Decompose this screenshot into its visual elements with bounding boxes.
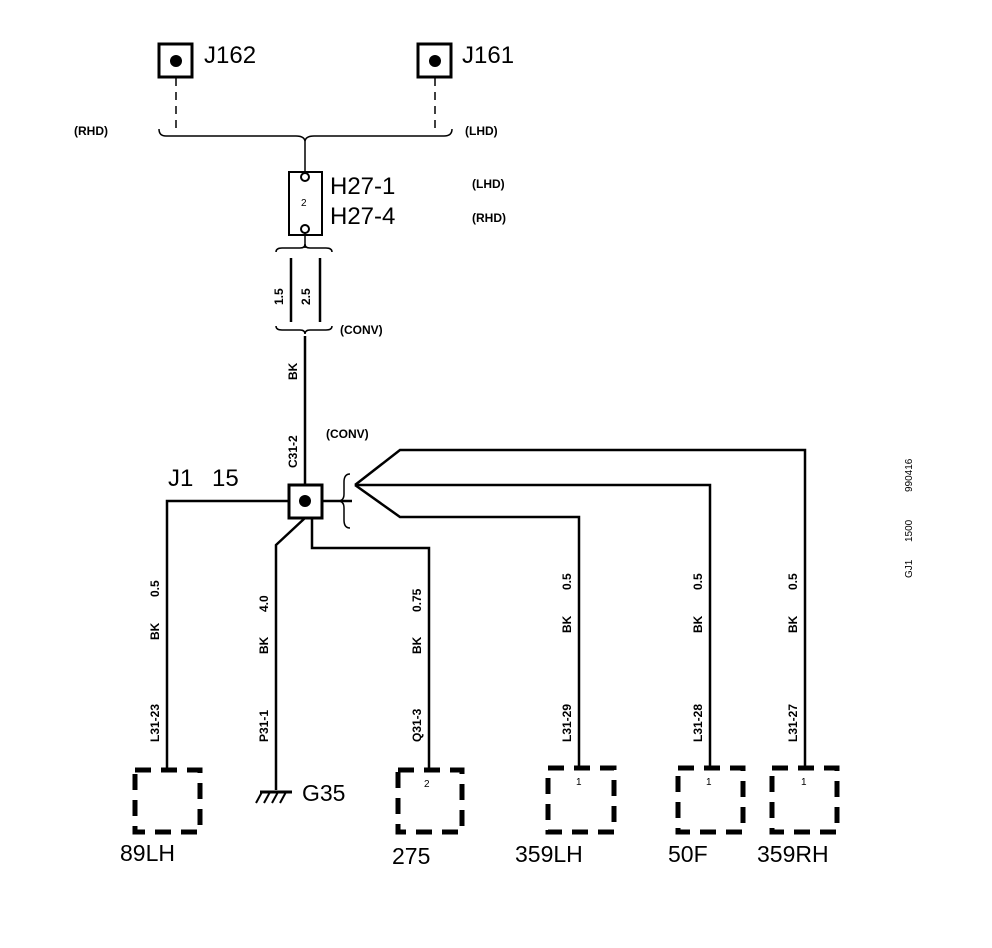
branch-color: BK — [786, 615, 800, 633]
fuse-note-lhd: (LHD) — [472, 177, 505, 191]
component-label-89lh: 89LH — [120, 840, 175, 866]
branch-size: 0.5 — [786, 573, 800, 590]
wire-branch-g35 — [274, 517, 306, 790]
component-359rh[interactable] — [769, 765, 840, 835]
branch-size: 4.0 — [257, 595, 271, 612]
connector-j161-label: J161 — [462, 42, 514, 69]
size-bracket-top — [275, 243, 333, 253]
wire-branch-359lh — [354, 483, 581, 770]
component-pin: 2 — [424, 779, 430, 790]
component-label-275: 275 — [392, 843, 430, 869]
main-wire-terminal: C31-2 — [286, 435, 300, 468]
component-359lh[interactable] — [545, 765, 617, 835]
branch-size: 0.5 — [560, 573, 574, 590]
junction-j1[interactable] — [287, 483, 324, 520]
component-50f[interactable] — [675, 765, 746, 835]
connector-j162[interactable] — [157, 42, 194, 79]
component-label-359lh: 359LH — [515, 841, 583, 867]
main-wire-color: BK — [286, 362, 300, 380]
branch-color: BK — [691, 615, 705, 633]
ground-label-g35: G35 — [302, 780, 345, 806]
ground-icon — [255, 790, 292, 804]
side-code: 1500 — [904, 519, 915, 542]
branch-size: 0.5 — [148, 580, 162, 597]
wire-branch-89lh — [165, 499, 289, 770]
side-code: 990416 — [904, 458, 915, 492]
wire-size-left: 1.5 — [272, 288, 286, 305]
component-label-359rh: 359RH — [757, 841, 829, 867]
lhd-note: (LHD) — [465, 124, 498, 138]
junction-name: J1 — [168, 465, 193, 492]
connector-j162-label: J162 — [204, 42, 256, 69]
branch-size: 0.5 — [691, 573, 705, 590]
conv-note-sizes: (CONV) — [340, 323, 383, 337]
component-89lh[interactable] — [132, 767, 203, 835]
component-pin: 1 — [801, 777, 807, 788]
component-pin: 1 — [706, 777, 712, 788]
branch-size: 0.75 — [410, 588, 424, 612]
component-275[interactable] — [395, 767, 465, 835]
conv-note-main: (CONV) — [326, 427, 369, 441]
branch-color: BK — [560, 615, 574, 633]
branch-terminal: Q31-3 — [410, 708, 424, 742]
wire-branch-50f — [355, 483, 712, 770]
wire-size-right: 2.5 — [299, 288, 313, 305]
wire-branch-359rh — [354, 448, 807, 770]
fuse-label-rhd: H27-4 — [330, 203, 395, 230]
branch-terminal: L31-23 — [148, 704, 162, 742]
fuse-label-lhd: H27-1 — [330, 173, 395, 200]
branch-color: BK — [257, 636, 271, 654]
branch-terminal: P31-1 — [257, 710, 271, 742]
branch-color: BK — [410, 636, 424, 654]
rhd-note: (RHD) — [74, 124, 108, 138]
branch-terminal: L31-27 — [786, 704, 800, 742]
wire-branch-275 — [310, 518, 431, 770]
connector-j161[interactable] — [416, 42, 453, 79]
branch-color: BK — [148, 622, 162, 640]
side-code: GJ1 — [904, 559, 915, 578]
fuse-pin: 2 — [301, 198, 307, 209]
component-pin: 1 — [576, 777, 582, 788]
option-bracket — [158, 128, 453, 143]
junction-number: 15 — [212, 465, 239, 492]
branch-terminal: L31-28 — [691, 704, 705, 742]
branch-terminal: L31-29 — [560, 704, 574, 742]
component-label-50f: 50F — [668, 841, 708, 867]
size-bracket-bottom — [275, 325, 333, 335]
fuse-note-rhd: (RHD) — [472, 211, 506, 225]
